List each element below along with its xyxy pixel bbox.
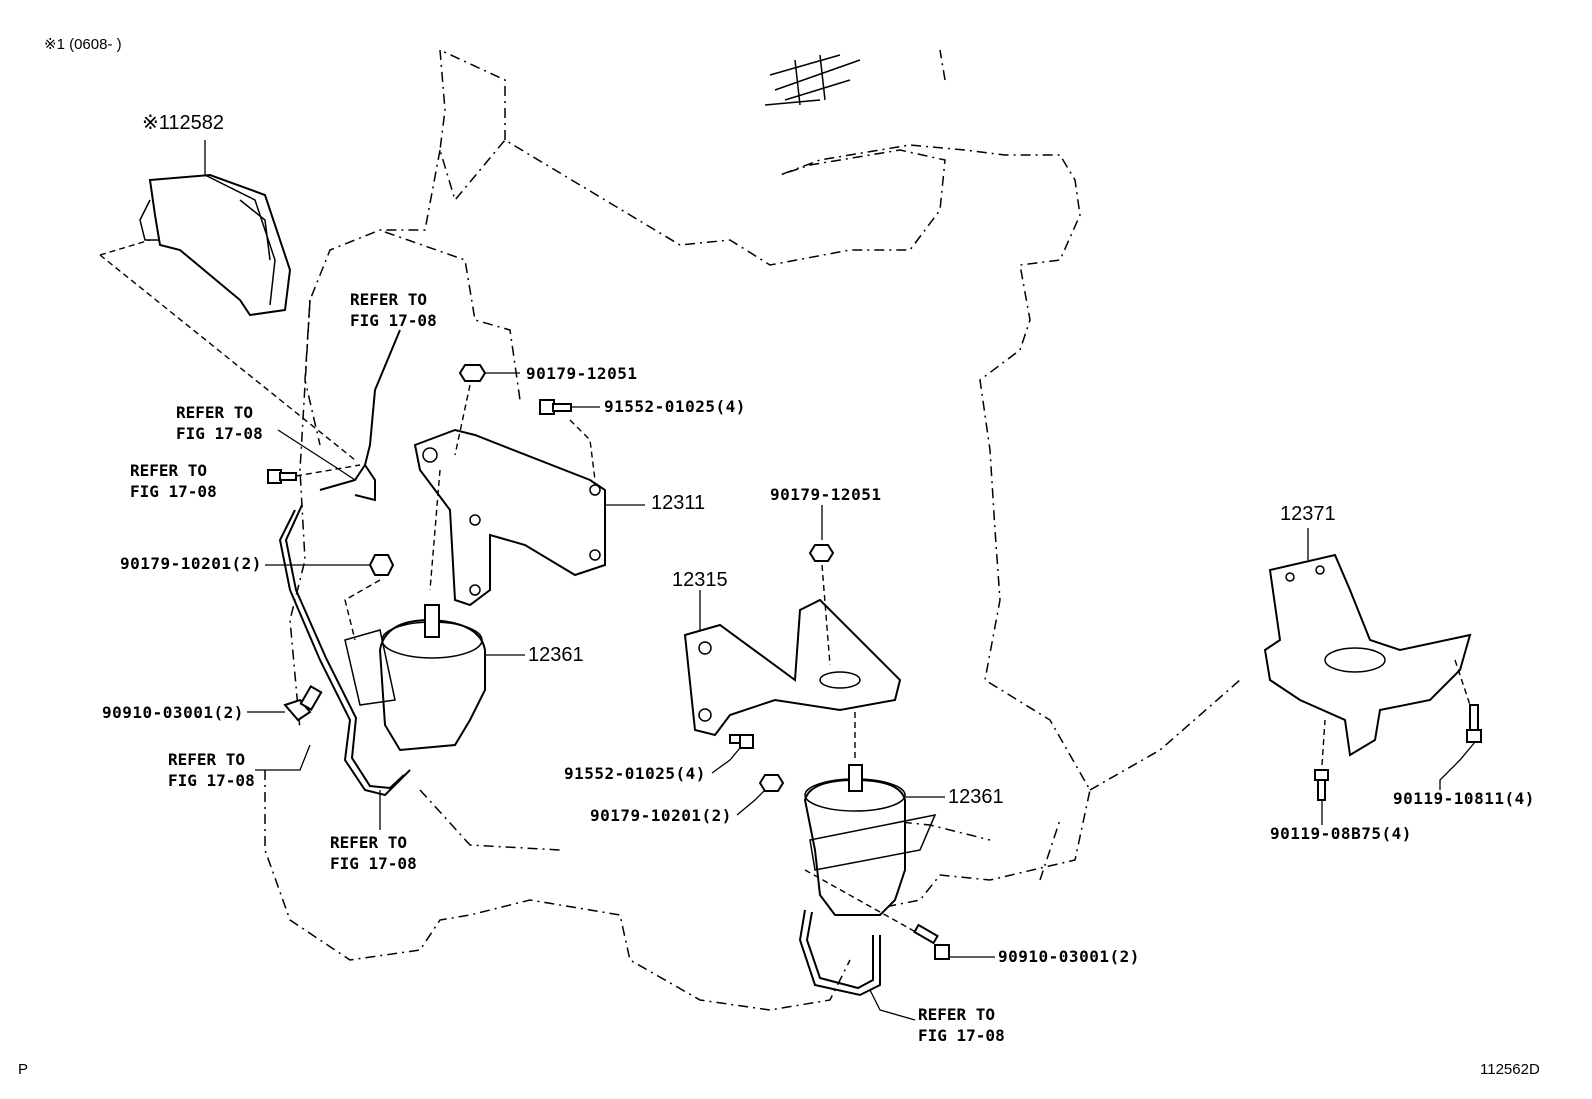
part-label-91552-01025-b: 91552-01025(4)	[564, 764, 706, 783]
harness-lines	[255, 329, 916, 1021]
part-label-12582: ※112582	[142, 112, 225, 134]
refer-line-1: REFER TO	[330, 833, 408, 852]
part-label-91552-01025-a: 91552-01025(4)	[604, 397, 746, 416]
part-label-12361-right: 12361	[948, 786, 1004, 808]
refer-note-4: REFER TO FIG 17-08	[168, 749, 255, 791]
header-note: ※1 (0608- )	[44, 36, 122, 53]
part-label-12361-left: 12361	[528, 644, 584, 666]
refer-note-3: REFER TO FIG 17-08	[130, 460, 217, 502]
mount-bracket-12315	[683, 590, 902, 737]
refer-line-1: REFER TO	[130, 461, 208, 480]
part-label-90119-10811: 90119-10811(4)	[1393, 789, 1535, 808]
nut-icon	[368, 554, 395, 576]
part-label-90119-08b75: 90119-08B75(4)	[1270, 824, 1412, 843]
refer-line-2: FIG 17-08	[130, 482, 217, 501]
nut-icon	[458, 364, 487, 382]
bolt-icon	[913, 923, 939, 945]
refer-note-2: REFER TO FIG 17-08	[176, 402, 263, 444]
engine-mount-insulator-12361-right	[803, 764, 945, 916]
mount-bracket-12311	[413, 428, 645, 607]
part-label-90910-03001-a: 90910-03001(2)	[102, 703, 244, 722]
refer-line-2: FIG 17-08	[176, 424, 263, 443]
footer-right: 112562D	[1480, 1061, 1540, 1078]
part-label-90179-10201-a: 90179-10201(2)	[120, 554, 262, 573]
part-label-90910-03001-b: 90910-03001(2)	[998, 947, 1140, 966]
footer-left: P	[18, 1061, 29, 1078]
refer-line-2: FIG 17-08	[168, 771, 255, 790]
mount-bracket-12371	[1263, 528, 1472, 757]
refer-line-1: REFER TO	[176, 403, 254, 422]
refer-note-5: REFER TO FIG 17-08	[330, 832, 417, 874]
nut-icon	[808, 544, 835, 562]
fasteners	[247, 364, 1482, 960]
refer-line-1: REFER TO	[168, 750, 246, 769]
refer-note-1: REFER TO FIG 17-08	[350, 289, 437, 331]
bolt-icon	[1469, 704, 1479, 731]
part-label-12371: 12371	[1280, 503, 1336, 525]
refer-line-1: REFER TO	[918, 1005, 996, 1024]
part-label-90179-12051-a: 90179-12051	[526, 364, 638, 383]
part-label-90179-12051-b: 90179-12051	[770, 485, 882, 504]
part-label-12311: 12311	[651, 492, 706, 514]
refer-line-2: FIG 17-08	[350, 311, 437, 330]
refer-line-1: REFER TO	[350, 290, 428, 309]
part-label-90179-10201-b: 90179-10201(2)	[590, 806, 732, 825]
refer-note-6: REFER TO FIG 17-08	[918, 1004, 1005, 1046]
refer-line-2: FIG 17-08	[918, 1026, 1005, 1045]
bolt-icon	[739, 734, 754, 749]
bolt-icon	[1314, 769, 1329, 781]
engine-mount-insulator-12361-left	[344, 604, 525, 752]
bolt-icon	[539, 399, 555, 415]
bracket-cover-12582	[99, 140, 356, 461]
nut-icon	[758, 774, 785, 792]
refer-line-2: FIG 17-08	[330, 854, 417, 873]
part-label-12315: 12315	[672, 569, 728, 591]
